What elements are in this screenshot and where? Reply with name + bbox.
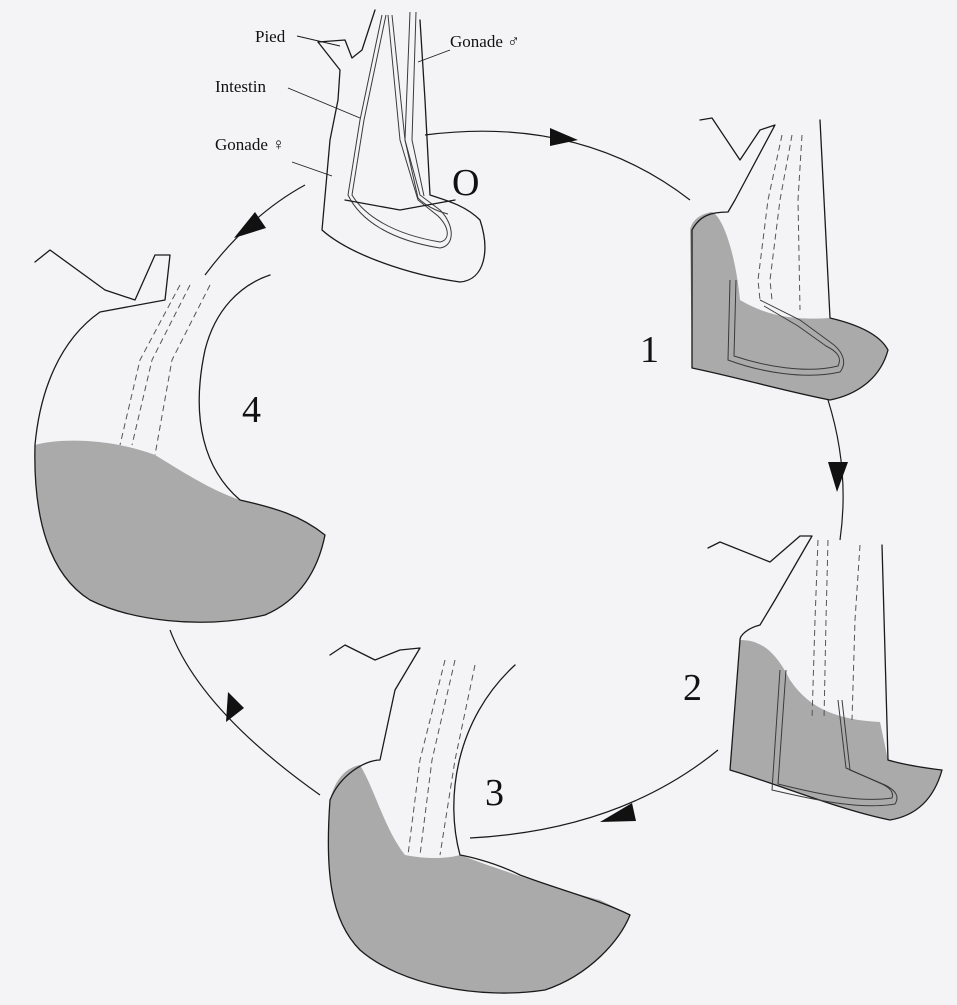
- label-intestine: Intestin: [215, 77, 266, 96]
- arc-3-to-4: [170, 630, 320, 795]
- stage-1-organism: 1: [640, 118, 888, 400]
- label-foot: Pied: [255, 27, 286, 46]
- arc-2-to-3: [470, 750, 718, 838]
- stage-number-1: 1: [640, 329, 659, 371]
- arrowhead-4-to-0: [234, 212, 266, 238]
- stage-number-4: 4: [242, 389, 261, 431]
- arrowhead-1-to-2: [828, 462, 848, 492]
- stage-number-2: 2: [683, 667, 702, 709]
- stage-4-organism: 4: [35, 250, 325, 622]
- anatomy-labels: Pied Gonade ♂ Intestin Gonade ♀ O: [215, 27, 520, 204]
- arrowhead-3-to-4: [226, 692, 244, 722]
- stage-2-organism: 2: [683, 536, 942, 820]
- stage-number-3: 3: [485, 772, 504, 814]
- label-male-gonad: Gonade ♂: [450, 32, 520, 51]
- arrowhead-0-to-1: [550, 128, 578, 146]
- stage-number-0: O: [452, 162, 479, 204]
- label-female-gonad: Gonade ♀: [215, 135, 285, 154]
